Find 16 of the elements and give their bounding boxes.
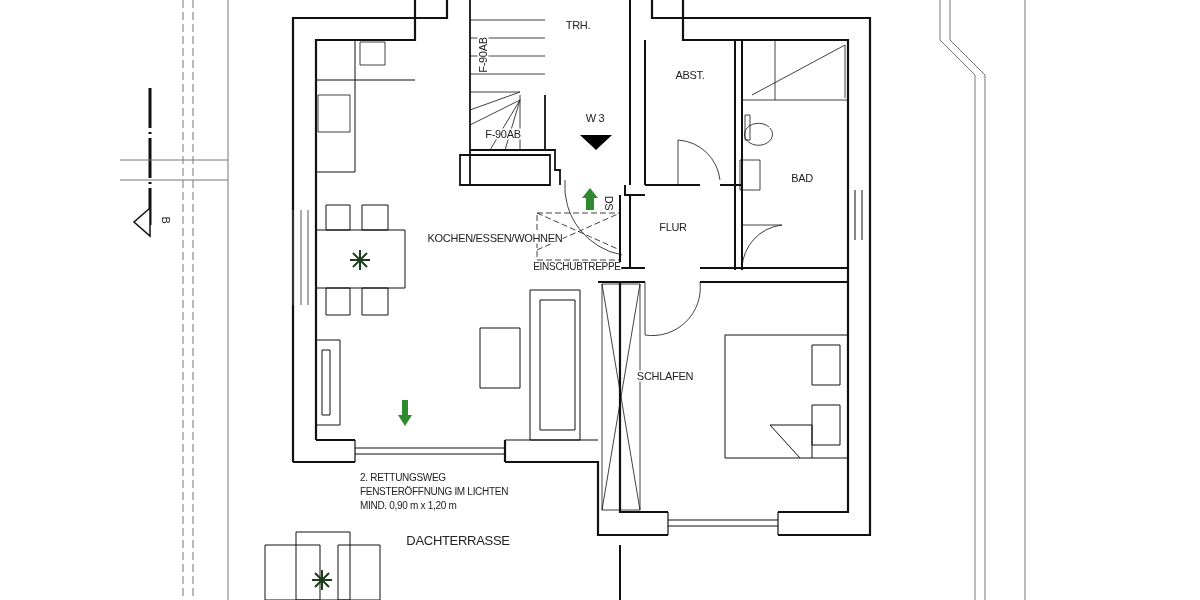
room-label: FLUR xyxy=(659,221,687,233)
room-label: ABST. xyxy=(675,69,705,81)
room-label: KOCHEN/ESSEN/WOHNEN xyxy=(427,232,563,244)
stair-label: EINSCHUBTREPPE xyxy=(533,262,621,272)
fire-rating-label: F-90AB xyxy=(477,37,489,73)
note: MIND. 0,90 m x 1,20 m xyxy=(360,501,457,511)
room-label: TRH. xyxy=(565,19,591,31)
marker-label: W 3 xyxy=(585,112,605,124)
room-label: SCHLAFEN xyxy=(636,370,694,382)
room-label: DACHTERRASSE xyxy=(406,533,510,547)
note: FENSTERÖFFNUNG IM LICHTEN xyxy=(360,487,509,497)
fire-rating-label: F-90AB xyxy=(485,128,521,140)
note: 2. RETTUNGSWEG xyxy=(360,473,446,483)
room-label: BAD xyxy=(791,172,813,184)
section-label: B xyxy=(159,216,171,224)
marker-label: DS xyxy=(602,195,614,211)
